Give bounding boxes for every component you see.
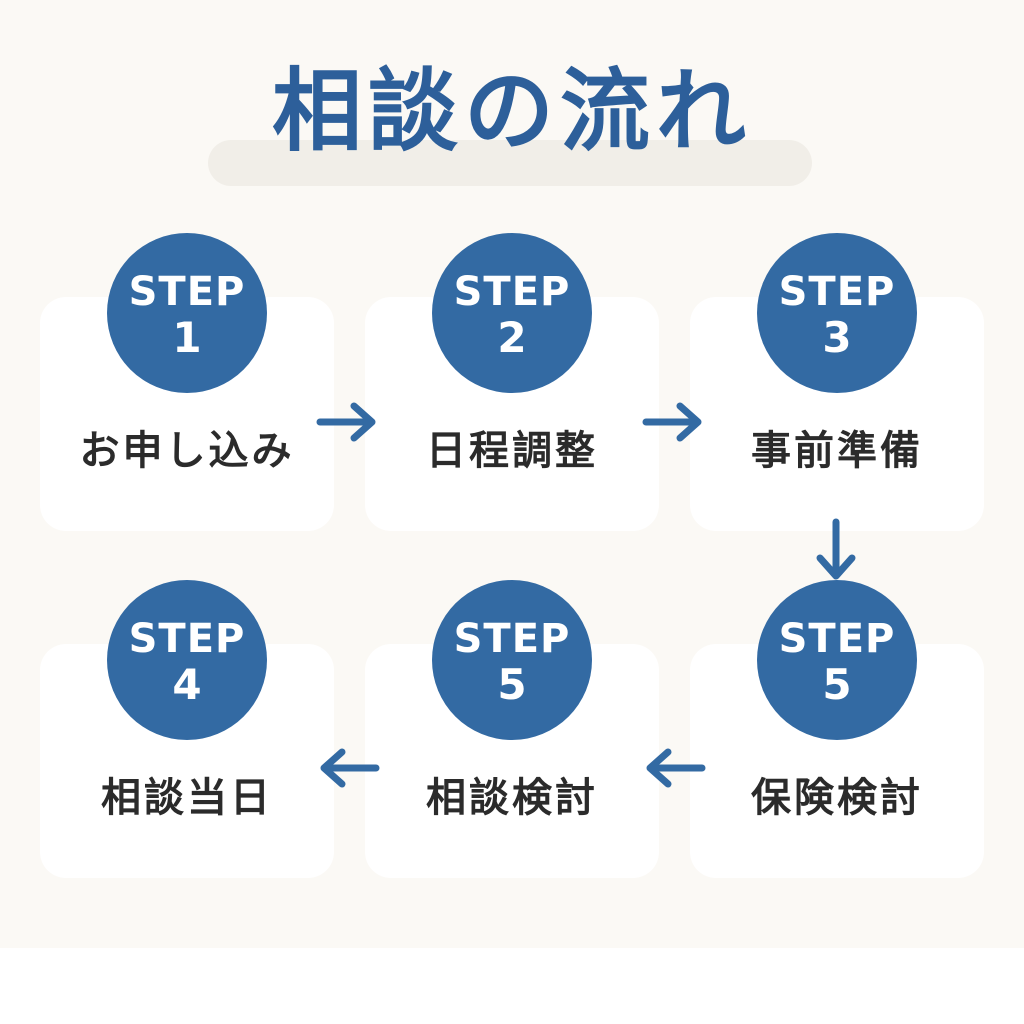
left-arrow-icon <box>316 746 380 790</box>
step-badge-label: STEP <box>778 616 896 662</box>
step-badge-2: STEP 2 <box>432 233 592 393</box>
step-label-2: 日程調整 <box>426 428 598 474</box>
step-label-6: 保険検討 <box>751 775 923 821</box>
step-badge-4: STEP 4 <box>107 580 267 740</box>
step-badge-3: STEP 3 <box>757 233 917 393</box>
step-label-5: 相談検討 <box>426 775 598 821</box>
step-badge-number: 4 <box>172 660 202 709</box>
left-arrow-icon <box>642 746 706 790</box>
step-badge-5: STEP 5 <box>432 580 592 740</box>
step-badge-label: STEP <box>778 269 896 315</box>
title-underline-highlight <box>208 140 812 186</box>
step-label-4: 相談当日 <box>101 775 273 821</box>
step-badge-number: 1 <box>172 313 202 362</box>
step-badge-number: 3 <box>822 313 852 362</box>
step-badge-number: 2 <box>497 313 527 362</box>
step-badge-label: STEP <box>453 616 571 662</box>
step-label-1: お申し込み <box>79 428 295 474</box>
right-arrow-icon <box>642 400 706 444</box>
step-badge-1: STEP 1 <box>107 233 267 393</box>
step-badge-label: STEP <box>128 269 246 315</box>
step-badge-number: 5 <box>822 660 852 709</box>
down-arrow-icon <box>812 518 860 586</box>
step-badge-label: STEP <box>128 616 246 662</box>
step-badge-number: 5 <box>497 660 527 709</box>
right-arrow-icon <box>316 400 380 444</box>
step-label-3: 事前準備 <box>751 428 923 474</box>
step-badge-label: STEP <box>453 269 571 315</box>
step-badge-6: STEP 5 <box>757 580 917 740</box>
page-title: 相談の流れ <box>272 59 752 164</box>
